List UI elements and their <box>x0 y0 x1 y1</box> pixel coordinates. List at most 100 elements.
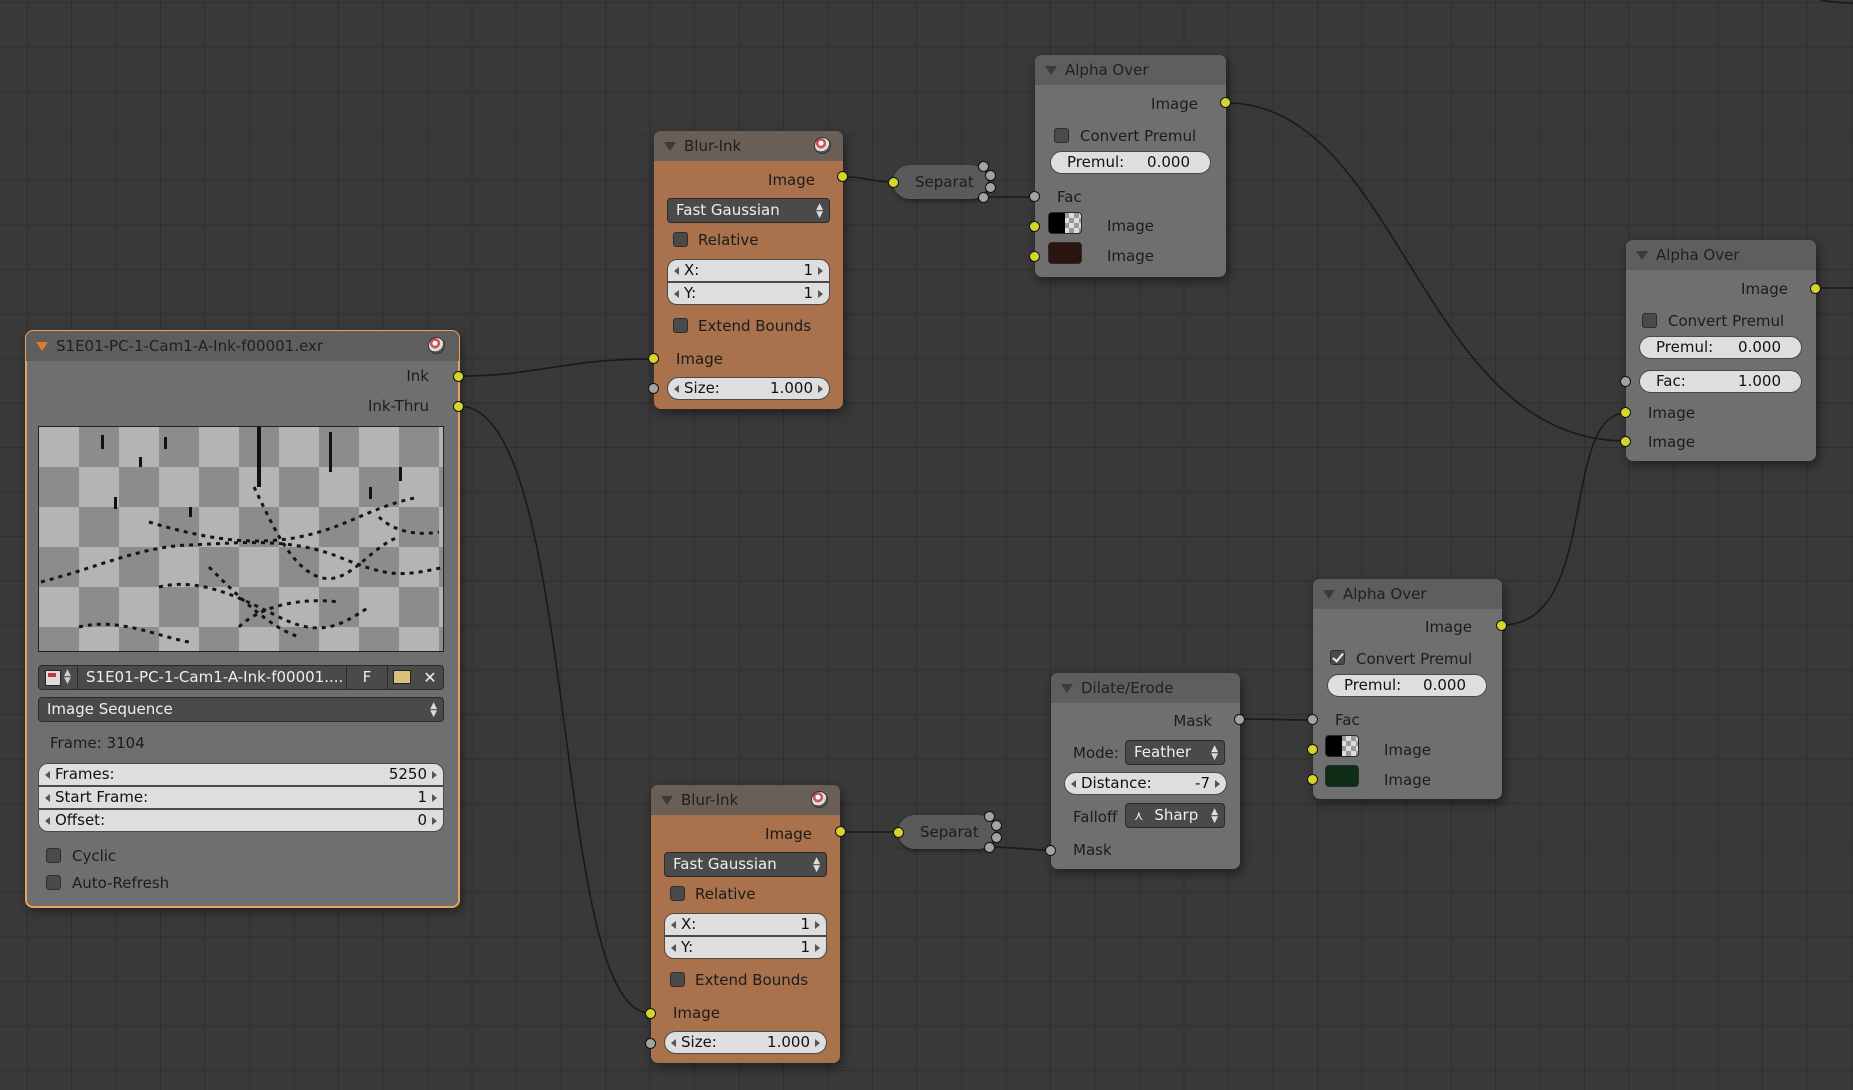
decrement-arrow-icon[interactable] <box>1071 780 1076 788</box>
collapse-triangle-icon[interactable] <box>661 796 673 805</box>
dilate-mode-dropdown[interactable]: Feather ▲▼ <box>1125 740 1225 765</box>
alpha-over-node-mid[interactable]: Alpha Over Image Convert Premul Premul: … <box>1313 579 1502 799</box>
unlink-close-icon[interactable]: ✕ <box>423 668 437 687</box>
socket-separate-top-a[interactable] <box>978 192 989 203</box>
blur-bottom-filter-dropdown[interactable]: Fast Gaussian ▲▼ <box>664 852 827 877</box>
alpha-mid-premul-field[interactable]: Premul: 0.000 <box>1327 674 1487 697</box>
dilate-distance-field[interactable]: Distance: -7 <box>1064 772 1227 795</box>
socket-alpha-top-fac-input[interactable] <box>1029 191 1040 202</box>
decrement-arrow-icon[interactable] <box>674 290 679 298</box>
alpha-top-color-swatch-2[interactable] <box>1048 242 1082 264</box>
alpha-right-header[interactable]: Alpha Over <box>1626 240 1816 270</box>
increment-arrow-icon[interactable] <box>818 290 823 298</box>
increment-arrow-icon[interactable] <box>432 771 437 779</box>
decrement-arrow-icon[interactable] <box>671 944 676 952</box>
preview-toggle-icon[interactable] <box>428 337 445 354</box>
image-node-header[interactable]: S1E01-PC-1-Cam1-A-Ink-f00001.exr <box>26 331 459 361</box>
decrement-arrow-icon[interactable] <box>671 1039 676 1047</box>
socket-alpha-right-image1-input[interactable] <box>1620 407 1631 418</box>
image-browse-arrows-icon[interactable]: ▲▼ <box>64 668 71 686</box>
blur-bottom-size-field[interactable]: Size: 1.000 <box>664 1031 827 1054</box>
blur-top-header[interactable]: Blur-Ink <box>654 131 843 161</box>
increment-arrow-icon[interactable] <box>1215 780 1220 788</box>
increment-arrow-icon[interactable] <box>815 1039 820 1047</box>
decrement-arrow-icon[interactable] <box>45 794 50 802</box>
decrement-arrow-icon[interactable] <box>45 771 50 779</box>
collapse-triangle-icon[interactable] <box>1045 66 1057 75</box>
socket-alpha-top-output[interactable] <box>1220 97 1231 108</box>
socket-alpha-right-fac-input[interactable] <box>1620 376 1631 387</box>
collapse-triangle-icon[interactable] <box>1061 684 1073 693</box>
blur-node-bottom[interactable]: Blur-Ink Image Fast Gaussian ▲▼ Relative… <box>651 785 840 1063</box>
blur-bottom-relative-checkbox[interactable] <box>670 886 685 901</box>
alpha-mid-header[interactable]: Alpha Over <box>1313 579 1502 609</box>
blur-top-x-field[interactable]: X: 1 <box>667 259 830 282</box>
blur-top-extend-checkbox[interactable] <box>673 318 688 333</box>
socket-blur-top-size-input[interactable] <box>648 383 659 394</box>
image-source-dropdown[interactable]: Image Sequence ▲▼ <box>38 697 444 722</box>
socket-separate-top-b[interactable] <box>985 182 996 193</box>
socket-separate-bottom-input[interactable] <box>893 827 904 838</box>
start-frame-field[interactable]: Start Frame: 1 <box>38 786 444 809</box>
socket-blur-bottom-size-input[interactable] <box>645 1038 656 1049</box>
blur-bottom-y-field[interactable]: Y: 1 <box>664 936 827 959</box>
alpha-mid-convert-checkbox[interactable] <box>1330 650 1345 665</box>
open-file-icon[interactable] <box>393 670 411 684</box>
socket-ink-output[interactable] <box>453 371 464 382</box>
decrement-arrow-icon[interactable] <box>45 817 50 825</box>
alpha-mid-color-swatch-1[interactable] <box>1325 735 1359 757</box>
socket-separate-top-r[interactable] <box>978 161 989 172</box>
cyclic-checkbox[interactable] <box>46 848 61 863</box>
socket-separate-top-input[interactable] <box>888 177 899 188</box>
socket-separate-top-g[interactable] <box>985 170 996 181</box>
increment-arrow-icon[interactable] <box>815 944 820 952</box>
alpha-top-header[interactable]: Alpha Over <box>1035 55 1226 85</box>
decrement-arrow-icon[interactable] <box>671 921 676 929</box>
socket-separate-bottom-b[interactable] <box>991 832 1002 843</box>
separate-node-top[interactable]: Separat <box>893 165 988 199</box>
dilate-erode-node[interactable]: Dilate/Erode Mask Mode: Feather ▲▼ Dista… <box>1051 673 1240 869</box>
alpha-over-node-top[interactable]: Alpha Over Image Convert Premul Premul: … <box>1035 55 1226 277</box>
preview-toggle-icon[interactable] <box>814 137 831 154</box>
blur-bottom-extend-checkbox[interactable] <box>670 972 685 987</box>
socket-alpha-mid-image2-input[interactable] <box>1307 774 1318 785</box>
socket-separate-bottom-r[interactable] <box>984 811 995 822</box>
alpha-right-premul-field[interactable]: Premul: 0.000 <box>1639 336 1802 359</box>
socket-alpha-right-output[interactable] <box>1810 283 1821 294</box>
increment-arrow-icon[interactable] <box>815 921 820 929</box>
socket-alpha-mid-image1-input[interactable] <box>1307 744 1318 755</box>
socket-blur-top-output[interactable] <box>837 171 848 182</box>
alpha-over-node-right[interactable]: Alpha Over Image Convert Premul Premul: … <box>1626 240 1816 461</box>
collapse-triangle-icon[interactable] <box>1323 590 1335 599</box>
increment-arrow-icon[interactable] <box>818 267 823 275</box>
decrement-arrow-icon[interactable] <box>674 385 679 393</box>
increment-arrow-icon[interactable] <box>432 794 437 802</box>
dilate-header[interactable]: Dilate/Erode <box>1051 673 1240 703</box>
socket-dilate-mask-input[interactable] <box>1045 845 1056 856</box>
blur-top-relative-checkbox[interactable] <box>673 232 688 247</box>
image-filename-field[interactable]: S1E01-PC-1-Cam1-A-Ink-f00001.... <box>77 666 347 689</box>
socket-blur-bottom-image-input[interactable] <box>645 1008 656 1019</box>
dilate-falloff-dropdown[interactable]: ⋏ Sharp ▲▼ <box>1125 803 1225 828</box>
socket-separate-bottom-g[interactable] <box>991 820 1002 831</box>
auto-refresh-checkbox[interactable] <box>46 875 61 890</box>
alpha-top-color-swatch-1[interactable] <box>1048 212 1082 234</box>
socket-alpha-top-image2-input[interactable] <box>1029 251 1040 262</box>
collapse-triangle-icon[interactable] <box>36 342 48 351</box>
increment-arrow-icon[interactable] <box>432 817 437 825</box>
alpha-right-convert-checkbox[interactable] <box>1642 313 1657 328</box>
blur-bottom-header[interactable]: Blur-Ink <box>651 785 840 815</box>
image-type-icon[interactable] <box>45 670 61 686</box>
blur-top-size-field[interactable]: Size: 1.000 <box>667 377 830 400</box>
fake-user-button[interactable]: F <box>347 666 388 689</box>
alpha-top-convert-checkbox[interactable] <box>1054 128 1069 143</box>
socket-alpha-mid-output[interactable] <box>1496 620 1507 631</box>
alpha-mid-color-swatch-2[interactable] <box>1325 765 1359 787</box>
collapse-triangle-icon[interactable] <box>1636 251 1648 260</box>
blur-top-filter-dropdown[interactable]: Fast Gaussian ▲▼ <box>667 198 830 223</box>
offset-field[interactable]: Offset: 0 <box>38 809 444 832</box>
blur-bottom-x-field[interactable]: X: 1 <box>664 913 827 936</box>
socket-alpha-mid-fac-input[interactable] <box>1307 714 1318 725</box>
alpha-right-fac-field[interactable]: Fac: 1.000 <box>1639 370 1802 393</box>
decrement-arrow-icon[interactable] <box>674 267 679 275</box>
